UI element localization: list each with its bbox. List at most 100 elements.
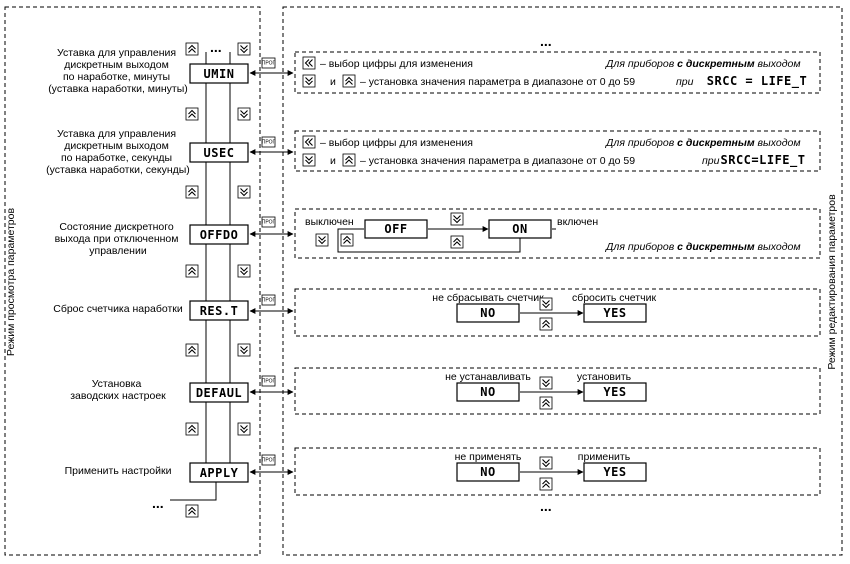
defaults-yes-label: установить xyxy=(577,371,632,383)
display-defaults-yes[interactable]: YES xyxy=(583,382,647,402)
condition-prefix-usec: при xyxy=(702,155,720,167)
prog-button-1[interactable]: ПРОГ xyxy=(261,57,276,69)
up-button-top[interactable] xyxy=(185,42,199,56)
svg-text:ON: ON xyxy=(512,222,527,236)
up-button-umin[interactable] xyxy=(342,74,356,88)
down-button-offdo[interactable] xyxy=(450,212,464,226)
apply-yes-label: применить xyxy=(578,451,631,463)
svg-text:ПРОГ: ПРОГ xyxy=(262,61,276,67)
svg-text:APPLY: APPLY xyxy=(200,466,239,480)
prog-button-2[interactable]: ПРОГ xyxy=(261,136,276,148)
condition-code-usec: SRCC=LIFE_T xyxy=(721,153,806,168)
svg-text:YES: YES xyxy=(603,465,626,479)
up-button-apply[interactable] xyxy=(539,477,553,491)
down-button-rest[interactable] xyxy=(539,297,553,311)
param-desc-apply: Применить настройки xyxy=(65,465,172,477)
display-reset-no[interactable]: NO xyxy=(456,303,520,323)
edit-panel-offdo xyxy=(294,208,821,259)
down-button-offdo-left[interactable] xyxy=(315,233,329,247)
up-button-2[interactable] xyxy=(185,185,199,199)
display-off[interactable]: OFF xyxy=(364,219,428,239)
param-desc-usec: Уставка для управления дискретным выходо… xyxy=(46,128,190,176)
svg-text:ПРОГ: ПРОГ xyxy=(262,379,276,385)
up-button-4[interactable] xyxy=(185,343,199,357)
down-button-top[interactable] xyxy=(237,42,251,56)
prog-button-6[interactable]: ПРОГ xyxy=(261,454,276,466)
display-rest[interactable]: RES.T xyxy=(189,300,249,321)
bottom-loop-line xyxy=(170,482,217,501)
down-button-2[interactable] xyxy=(237,185,251,199)
up-button-5[interactable] xyxy=(185,422,199,436)
up-button-1[interactable] xyxy=(185,107,199,121)
digit-select-text-usec: – выбор цифры для изменения xyxy=(320,137,473,149)
and-text-usec: и xyxy=(330,155,336,167)
param-desc-umin: Уставка для управления дискретным выходо… xyxy=(48,47,188,95)
condition-prefix-umin: при xyxy=(676,76,694,88)
display-umin[interactable]: UMIN xyxy=(189,63,249,84)
svg-text:DEFAUL: DEFAUL xyxy=(196,386,242,400)
param-desc-defaul: Установка заводских настроек xyxy=(70,378,166,402)
edit-panel-defaul xyxy=(294,367,821,415)
edit-panel-rest xyxy=(294,288,821,337)
apply-no-label: не применять xyxy=(455,451,522,463)
svg-text:NO: NO xyxy=(480,306,495,320)
up-button-defaul[interactable] xyxy=(539,396,553,410)
svg-text:USEC: USEC xyxy=(204,146,235,160)
edit-mode-label: Режим редактирования параметров xyxy=(826,194,838,370)
display-reset-yes[interactable]: YES xyxy=(583,303,647,323)
display-offdo[interactable]: OFFDO xyxy=(189,224,249,245)
down-button-1[interactable] xyxy=(237,107,251,121)
svg-text:YES: YES xyxy=(603,385,626,399)
off-state-label: выключен xyxy=(305,216,354,228)
display-on[interactable]: ON xyxy=(488,219,552,239)
display-usec[interactable]: USEC xyxy=(189,142,249,163)
param-desc-offdo: Состояние дискретного выхода при отключе… xyxy=(55,221,182,257)
left-button-umin[interactable] xyxy=(302,56,316,70)
down-button-4[interactable] xyxy=(237,343,251,357)
prog-button-4[interactable]: ПРОГ xyxy=(261,294,276,306)
up-button-3[interactable] xyxy=(185,264,199,278)
defaults-no-label: не устанавливать xyxy=(445,371,531,383)
down-button-usec[interactable] xyxy=(302,153,316,167)
ellipsis-bottom-right: ... xyxy=(540,498,552,514)
display-apply[interactable]: APPLY xyxy=(189,462,249,483)
ellipsis-top-left: ... xyxy=(210,39,222,55)
svg-text:OFFDO: OFFDO xyxy=(200,228,239,242)
device-note-usec: Для приборов с дискретным выходом xyxy=(605,137,801,149)
down-button-defaul[interactable] xyxy=(539,376,553,390)
edit-mode-frame xyxy=(282,6,843,556)
up-button-offdo[interactable] xyxy=(450,235,464,249)
offdo-loop-line xyxy=(337,228,521,253)
down-button-5[interactable] xyxy=(237,422,251,436)
prog-button-5[interactable]: ПРОГ xyxy=(261,375,276,387)
display-defaul[interactable]: DEFAUL xyxy=(189,382,249,403)
svg-text:OFF: OFF xyxy=(384,222,407,236)
display-defaults-no[interactable]: NO xyxy=(456,382,520,402)
digit-select-text-umin: – выбор цифры для изменения xyxy=(320,58,473,70)
svg-text:ПРОГ: ПРОГ xyxy=(262,140,276,146)
up-button-offdo-left[interactable] xyxy=(340,233,354,247)
edit-panel-umin xyxy=(294,51,821,94)
device-note-offdo: Для приборов с дискретным выходом xyxy=(605,241,801,253)
and-text-umin: и xyxy=(330,76,336,88)
view-mode-frame xyxy=(4,6,261,556)
down-button-apply[interactable] xyxy=(539,456,553,470)
up-button-usec[interactable] xyxy=(342,153,356,167)
down-button-3[interactable] xyxy=(237,264,251,278)
edit-panel-apply xyxy=(294,447,821,496)
svg-text:UMIN: UMIN xyxy=(204,67,235,81)
reset-yes-label: сбросить счетчик xyxy=(572,292,656,304)
display-apply-no[interactable]: NO xyxy=(456,462,520,482)
down-button-umin[interactable] xyxy=(302,74,316,88)
set-range-text-umin: – установка значения параметра в диапазо… xyxy=(360,76,635,88)
up-button-bottom[interactable] xyxy=(185,504,199,518)
svg-text:ПРОГ: ПРОГ xyxy=(262,458,276,464)
svg-text:NO: NO xyxy=(480,465,495,479)
up-button-rest[interactable] xyxy=(539,317,553,331)
display-apply-yes[interactable]: YES xyxy=(583,462,647,482)
ellipsis-bottom-left: ... xyxy=(152,495,164,511)
left-button-usec[interactable] xyxy=(302,135,316,149)
condition-code-umin: SRCC = LIFE_T xyxy=(707,74,807,89)
prog-button-3[interactable]: ПРОГ xyxy=(261,216,276,228)
